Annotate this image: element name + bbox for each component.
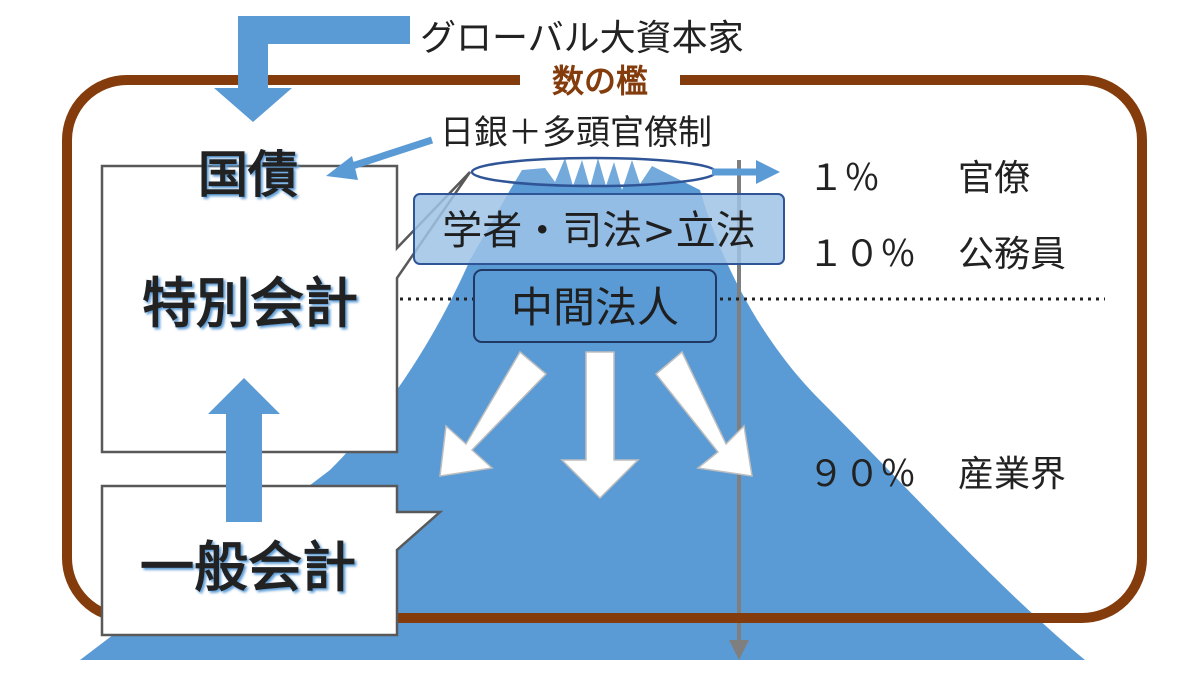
down-left-arrow: [439, 350, 548, 477]
lower-box-label: 中間法人: [511, 283, 679, 332]
cage-title: 数の檻: [552, 62, 648, 100]
down-center-arrow: [560, 351, 640, 500]
level-2-name: 公務員: [958, 234, 1066, 275]
boj-arrowhead: [326, 156, 358, 180]
boj-label: 日銀＋多頭官僚制: [440, 113, 712, 153]
up-arrow: [208, 378, 280, 522]
summit-arrowhead: [756, 160, 780, 184]
general-account-label: 一般会計: [140, 536, 356, 599]
level-axis-arrowhead: [729, 640, 749, 660]
cage-title-bg: [520, 64, 680, 98]
general-account-callout: [100, 484, 444, 637]
bond-label: 国債: [198, 146, 298, 204]
down-right-arrow: [654, 350, 753, 477]
summit-ellipse: [470, 156, 718, 188]
level-2-percent: １０％: [808, 234, 916, 275]
capital-label: グローバル大資本家: [420, 18, 744, 59]
capital-bent-arrow: [214, 16, 410, 122]
lower-box: [473, 269, 717, 343]
level-1-name: 官僚: [958, 158, 1030, 199]
level-1-percent: １％: [808, 158, 880, 199]
special-account-label: 特別会計: [142, 272, 358, 335]
level-3-percent: ９０％: [808, 454, 916, 495]
boj-arrow-shaft: [344, 136, 434, 172]
upper-box: [413, 193, 785, 265]
upper-box-label: 学者・司法>立法: [442, 208, 756, 254]
level-3-name: 産業界: [958, 454, 1066, 495]
